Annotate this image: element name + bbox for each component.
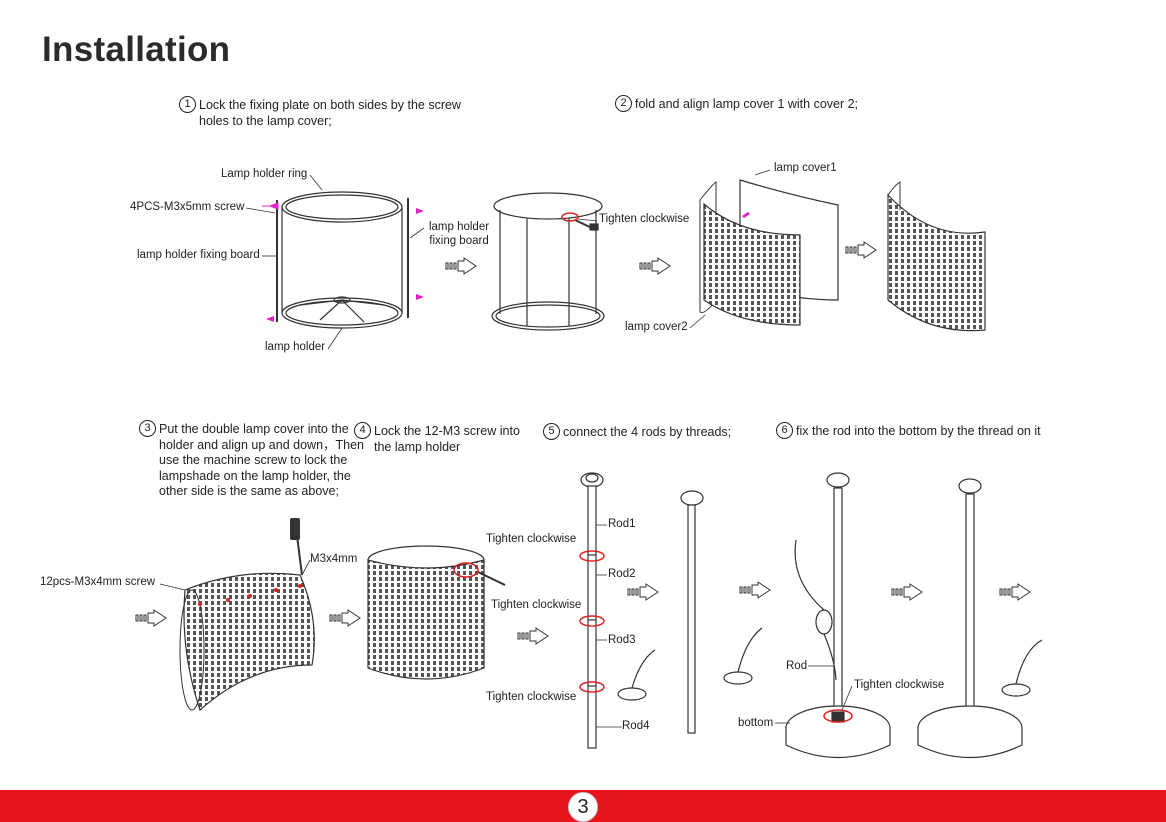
label-tighten-clockwise: Tighten clockwise — [491, 599, 582, 611]
process-arrows — [135, 241, 1031, 645]
step-6: 6 fix the rod into the bottom by the thr… — [776, 422, 1046, 440]
label-m3x4mm: M3x4mm — [310, 553, 358, 565]
step-text: Lock the fixing plate on both sides by t… — [199, 98, 461, 128]
step-2: 2 fold and align lamp cover 1 with cover… — [615, 95, 895, 113]
label-bottom: bottom — [738, 717, 774, 729]
label-lamp-cover1: lamp cover1 — [774, 162, 837, 174]
rod-assembly — [580, 472, 763, 749]
step-number: 2 — [615, 95, 632, 112]
step-number: 5 — [543, 423, 560, 440]
label-lamp-cover2: lamp cover2 — [625, 321, 688, 333]
label-rod2: Rod2 — [608, 568, 636, 580]
page-number: 3 — [568, 792, 598, 822]
label-lamp-holder-fixing-board: lamp holder fixing board — [137, 249, 260, 261]
label-tighten-clockwise: Tighten clockwise — [486, 533, 577, 545]
step-number: 3 — [139, 420, 156, 437]
step-text: Put the double lamp cover into the holde… — [159, 422, 365, 498]
lamp-cover-pair — [699, 179, 839, 326]
step-number: 6 — [776, 422, 793, 439]
step-number: 4 — [354, 422, 371, 439]
step-number: 1 — [179, 96, 196, 113]
label-lamp-holder-ring: Lamp holder ring — [221, 168, 308, 180]
cover-on-holder-diagram — [179, 518, 315, 712]
step-text: connect the 4 rods by threads; — [563, 425, 732, 439]
assembled-lampshade — [367, 545, 506, 680]
lamp-frame-diagram — [276, 191, 409, 329]
step-text: Lock the 12-M3 screw into the lamp holde… — [374, 424, 520, 454]
step-4: 4 Lock the 12-M3 screw into the lamp hol… — [354, 422, 534, 455]
screw-arrows — [262, 202, 424, 322]
label-screw-12pcs: 12pcs-M3x4mm screw — [40, 576, 156, 588]
step-5: 5 connect the 4 rods by threads; — [543, 423, 753, 441]
label-tighten-clockwise: Tighten clockwise — [599, 213, 690, 225]
step-1: 1 Lock the fixing plate on both sides by… — [179, 96, 479, 129]
page-title: Installation — [42, 30, 231, 69]
label-tighten-clockwise: Tighten clockwise — [486, 691, 577, 703]
label-screw-4pcs: 4PCS-M3x5mm screw — [130, 201, 245, 213]
installation-illustrations — [135, 169, 1043, 758]
step-3: 3 Put the double lamp cover into the hol… — [139, 420, 371, 500]
label-rod1: Rod1 — [608, 518, 636, 530]
label-lamp-holder: lamp holder — [265, 341, 326, 353]
label-tighten-clockwise: Tighten clockwise — [854, 679, 945, 691]
assembled-frame-diagram — [491, 192, 605, 331]
label-rod3: Rod3 — [608, 634, 636, 646]
lamp-cover-folded — [887, 181, 986, 332]
label-rod: Rod — [786, 660, 808, 672]
step-text: fold and align lamp cover 1 with cover 2… — [635, 97, 859, 111]
label-lamp-holder-fixing-board-right: lamp holder fixing board — [428, 221, 490, 247]
rod-base-assembly — [785, 472, 1043, 758]
label-rod4: Rod4 — [622, 720, 650, 732]
step-text: fix the rod into the bottom by the threa… — [796, 424, 1041, 438]
